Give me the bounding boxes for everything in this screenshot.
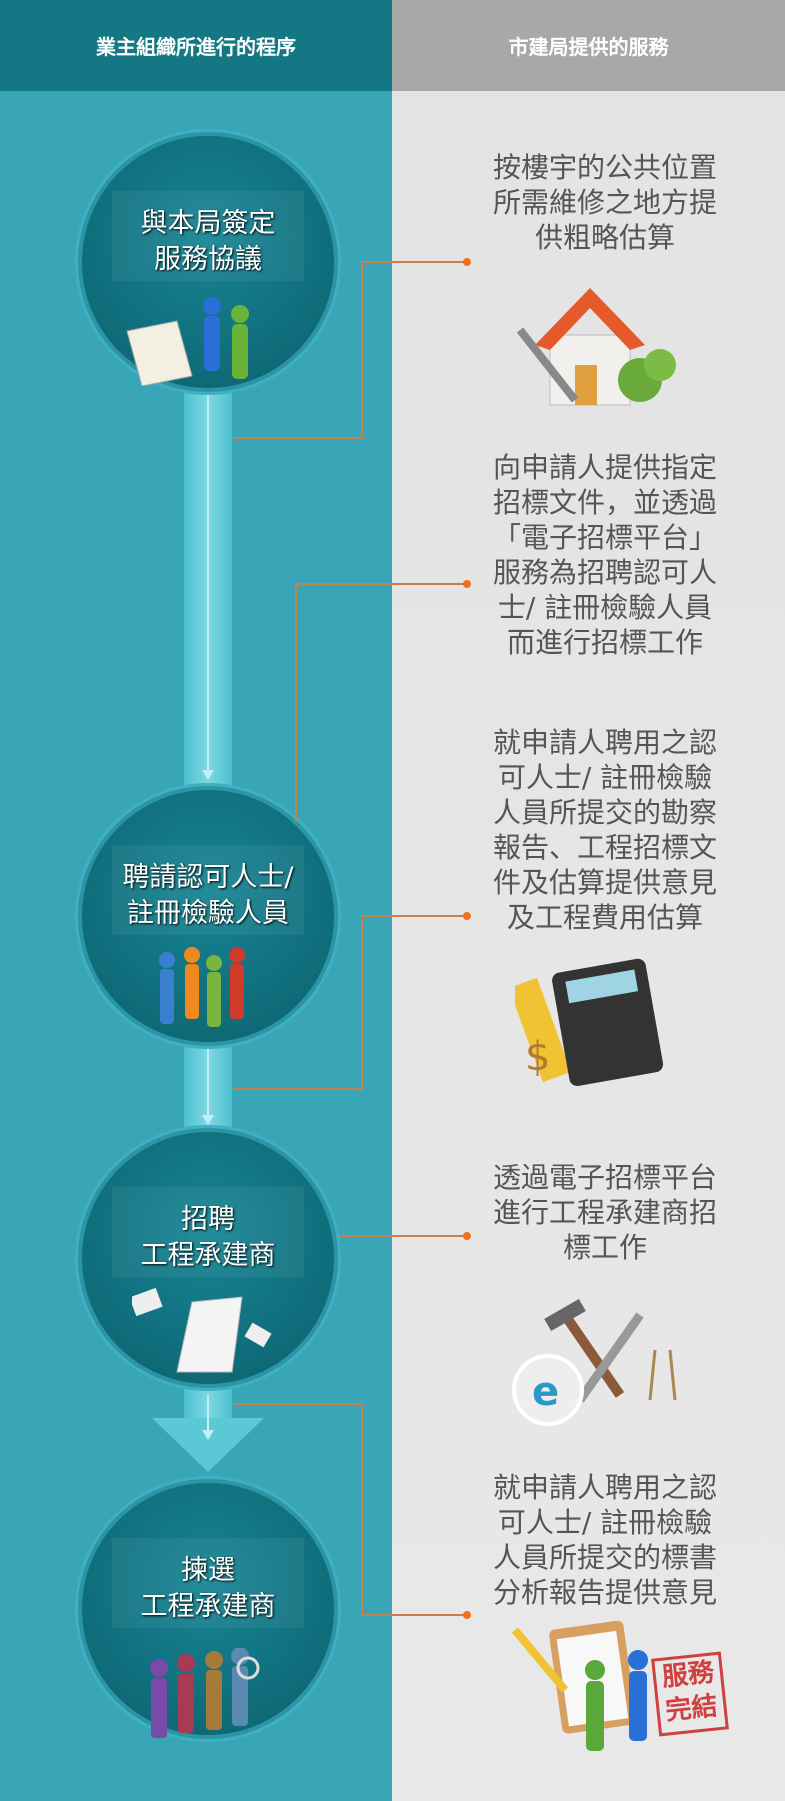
selection-people-icon [150,1648,260,1738]
service-line: 供粗略估算 [534,221,675,254]
connector-1 [233,261,467,439]
service-rough-estimate: 按樓宇的公共位置所需維修之地方提供粗略估算 [470,150,740,255]
step-label: 工程承建商 [140,1591,276,1622]
service-line: 招標文件，並透過 [492,486,717,519]
connector-3 [233,915,467,1090]
service-line: 就申請人聘用之認 [492,1471,717,1504]
left-column-header: 業主組織所進行的程序 [0,0,392,91]
service-line: 報告、工程招標文 [492,831,717,864]
clipboard-handshake-icon [511,1620,648,1751]
connector-2 [295,583,467,822]
stamp-text: 完結 [664,1691,719,1727]
right-column-header: 市建局提供的服務 [392,0,785,91]
e-tender-tools-icon: e [512,1298,677,1426]
service-line: 標工作 [562,1231,647,1264]
connector-5 [233,1403,467,1616]
service-line: 透過電子招標平台 [492,1161,717,1194]
step-circle-hire-professionals: 聘請認可人士/註冊檢驗人員 [78,786,338,1046]
service-line: 「電子招標平台」 [492,521,717,554]
service-tender-analysis: 就申請人聘用之認可人士/ 註冊檢驗人員所提交的標書分析報告提供意見 [470,1470,740,1610]
service-line: 可人士/ 註冊檢驗 [497,761,713,794]
service-line: 就申請人聘用之認 [492,726,717,759]
service-line: 人員所提交的標書 [492,1541,717,1574]
service-line: 進行工程承建商招 [492,1196,717,1229]
service-line: 服務為招聘認可人 [492,556,717,589]
step-label: 註冊檢驗人員 [127,898,289,929]
step-label: 聘請認可人士/ [122,862,294,893]
handshake-contract-icon [126,297,249,386]
service-complete-stamp: 服務完結 [651,1651,729,1737]
step-label: 招聘 [181,1204,235,1235]
step-label: 工程承建商 [140,1240,276,1271]
big-down-arrow [152,1418,264,1472]
service-complete-illustration: 服務完結 [510,1615,730,1765]
service-line: 向申請人提供指定 [492,451,717,484]
service-e-tender: 透過電子招標平台進行工程承建商招標工作 [470,1160,740,1265]
service-line: 分析報告提供意見 [492,1576,717,1609]
svg-text:e: e [532,1369,559,1415]
step-circle-sign-agreement: 與本局簽定服務協議 [78,132,338,392]
step-label: 揀選 [181,1555,235,1586]
service-tender-documents: 向申請人提供指定招標文件，並透過「電子招標平台」服務為招聘認可人士/ 註冊檢驗人… [470,450,740,660]
service-line: 可人士/ 註冊檢驗 [497,1506,713,1539]
calculator-icon: $ [515,958,664,1087]
service-line: 及工程費用估算 [506,901,703,934]
step-label: 服務協議 [154,244,262,275]
service-line: 按樓宇的公共位置 [492,151,717,184]
service-line: 人員所提交的勘察 [492,796,717,829]
service-line: 士/ 註冊檢驗人員 [497,591,713,624]
step-circle-tender-contractor: 招聘工程承建商 [78,1128,338,1388]
service-line: 而進行招標工作 [506,626,703,659]
step-circle-select-contractor: 揀選工程承建商 [78,1479,338,1739]
tender-documents-icon [132,1287,272,1373]
step-label: 與本局簽定 [140,208,276,239]
service-line: 所需維修之地方提 [492,186,717,219]
service-line: 件及估算提供意見 [492,866,717,899]
people-group-icon [159,947,245,1027]
svg-text:$: $ [525,1034,550,1080]
service-report-comments: 就申請人聘用之認可人士/ 註冊檢驗人員所提交的勘察報告、工程招標文件及估算提供意… [470,725,740,935]
house-repair-icon [516,288,676,406]
